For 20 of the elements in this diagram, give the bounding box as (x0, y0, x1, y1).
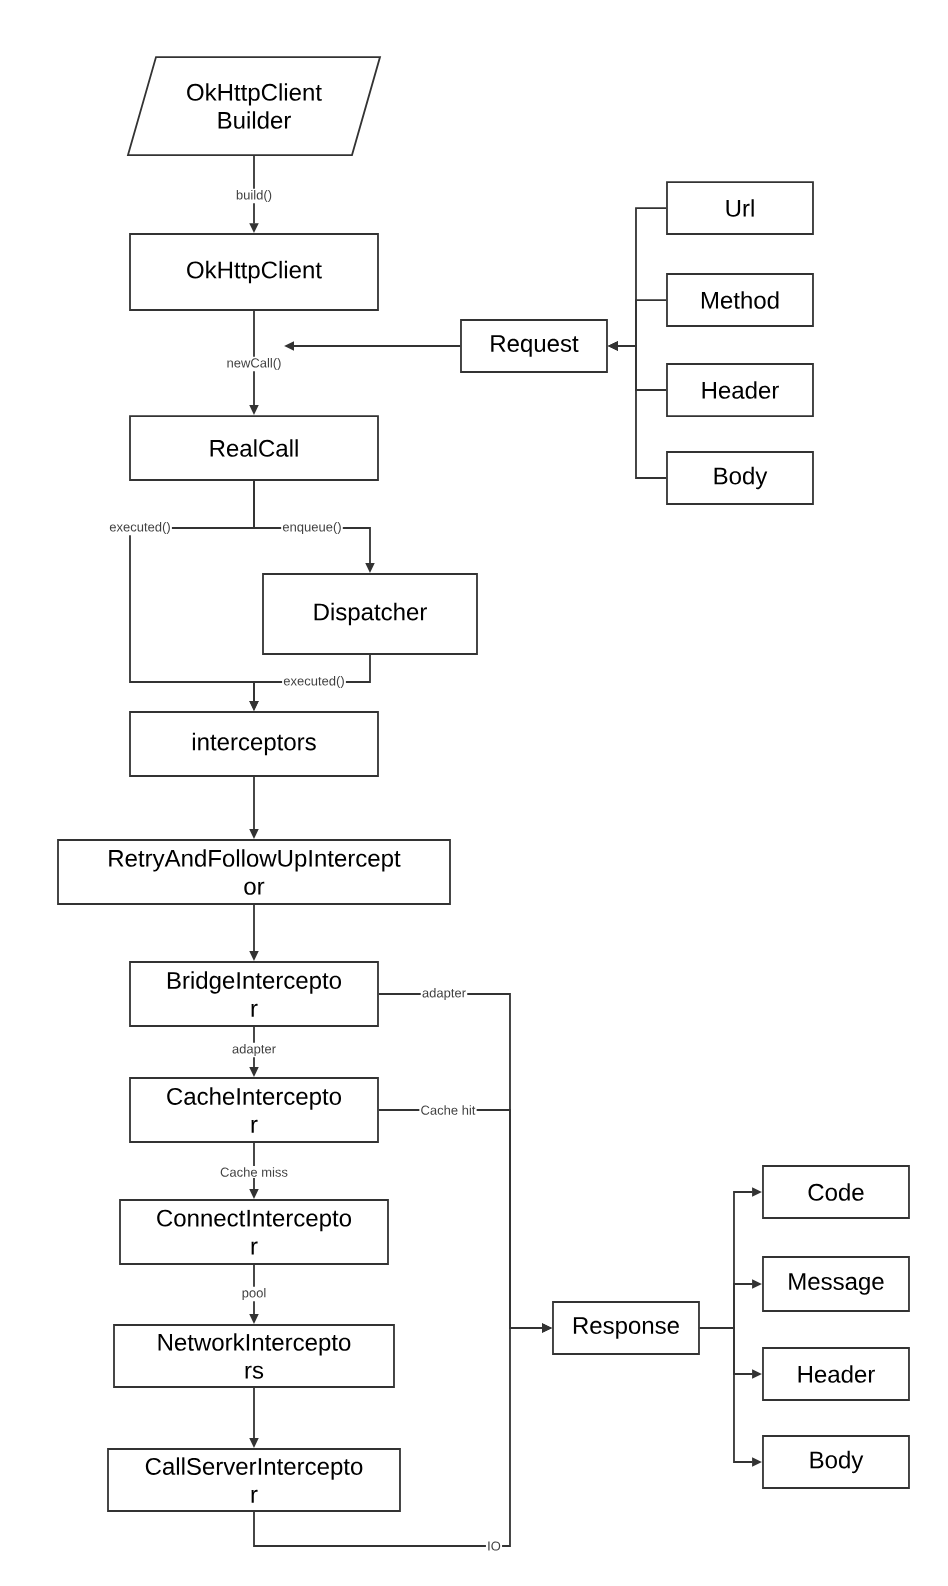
process-box: Message (762, 1256, 910, 1312)
process-box: Body (762, 1435, 910, 1489)
process-box: Body (666, 451, 814, 505)
process-box: RealCall (129, 415, 379, 481)
process-box: NetworkIntercepto rs (113, 1324, 395, 1388)
process-box: RetryAndFollowUpIntercept or (57, 839, 451, 905)
process-box: Method (666, 273, 814, 327)
process-box: CacheIntercepto r (129, 1077, 379, 1143)
process-box: Url (666, 181, 814, 235)
process-box: Code (762, 1165, 910, 1219)
process-box: Header (666, 363, 814, 417)
process-box: interceptors (129, 711, 379, 777)
process-box: CallServerIntercepto r (107, 1448, 401, 1512)
process-box: Response (552, 1301, 700, 1355)
process-box: OkHttpClient (129, 233, 379, 311)
process-box: BridgeIntercepto r (129, 961, 379, 1027)
process-box: ConnectIntercepto r (119, 1199, 389, 1265)
process-box: Header (762, 1347, 910, 1401)
process-box: Request (460, 319, 608, 373)
process-box: Dispatcher (262, 573, 478, 655)
